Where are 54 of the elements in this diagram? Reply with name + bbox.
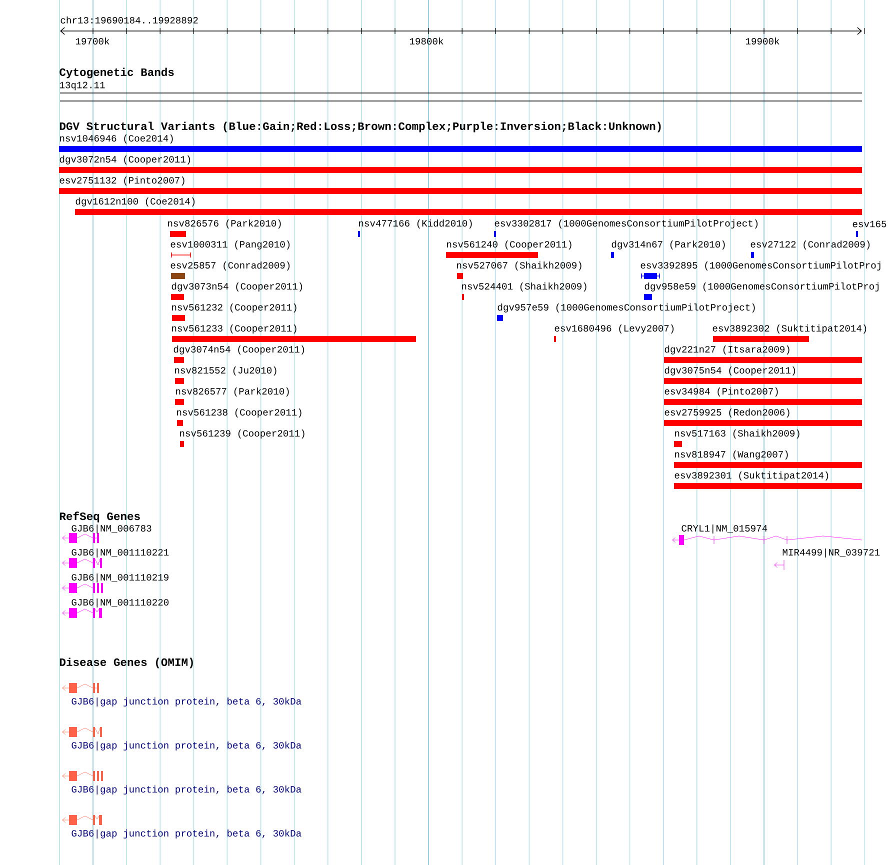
variant-label: nsv527067 (Shaikh2009) [457,262,582,270]
variant-label: dgv3074n54 (Cooper2011) [174,346,304,354]
variant-label: nsv561232 (Cooper2011) [172,304,296,312]
variant-label: esv165 [852,220,886,228]
variant-label: esv2751132 (Pinto2007) [60,176,184,186]
track-title: DGV Structural Variants (Blue:Gain;Red:Loss;Brown:Complex;Purple:Inversion;Black:Unknown) [60,122,661,132]
variant-label: nsv477166 (Kidd2010) [359,220,472,228]
variant-label: esv25857 (Conrad2009) [170,262,290,270]
coordinate-label: chr13:19690184..19928892 [60,16,198,24]
gene-label: MIR4499|NR_039721 [782,548,880,558]
variant-label: esv3892301 (Suktitipat2014) [674,472,828,480]
variant-label: nsv818947 (Wang2007) [675,450,788,460]
gene-label: CRYL1|NM_015974 [682,524,768,534]
gene-label: GJB6|NM_001110220 [72,598,169,608]
variant-label: dgv3073n54 (Cooper2011) [172,282,302,292]
variant-label: dgv221n27 (Itsara2009) [664,346,790,354]
variant-label: nsv826576 (Park2010) [168,220,281,228]
track-title: Disease Genes (OMIM) [60,658,193,668]
variant-label: esv2759925 (Redon2006) [664,408,790,418]
gene-label: GJB6|NM_001110219 [72,574,168,582]
variant-label: esv34984 (Pinto2007) [664,388,778,396]
disease-gene-label: GJB6|gap junction protein, beta 6, 30kDa [72,786,302,794]
gene-label: GJB6|NM_006783 [72,524,152,534]
variant-label: nsv821552 (Ju2010) [175,366,276,376]
variant-label: esv1000311 (Pang2010) [170,240,290,250]
disease-gene-label: GJB6|gap junction protein, beta 6, 30kDa [72,830,302,838]
variant-label: esv1680496 (Levy2007) [554,324,674,334]
disease-gene-label: GJB6|gap junction protein, beta 6, 30kDa [72,742,302,750]
variant-label: dgv1612n100 (Coe2014) [76,198,195,206]
variant-label: nsv524401 (Shaikh2009) [462,282,586,292]
coordinate-label: 13q12.11 [60,82,105,90]
variant-label: nsv561240 (Cooper2011) [447,240,572,250]
variant-label: nsv561239 (Cooper2011) [180,430,304,438]
variant-label: esv27122 (Conrad2009) [750,240,870,250]
track-title: RefSeq Genes [60,512,140,522]
variant-label: dgv314n67 (Park2010) [612,240,725,250]
variant-label: esv3302817 (1000GenomesConsortiumPilotProject) [494,220,758,228]
disease-gene-label: GJB6|gap junction protein, beta 6, 30kDa [72,698,302,706]
tick-label: 19900k [746,37,780,45]
tick-label: 19700k [76,37,110,45]
variant-label: nsv517163 (Shaikh2009) [675,430,800,438]
tick-label: 19800k [410,37,444,45]
variant-label: esv3892302 (Suktitipat2014) [712,324,866,334]
variant-label: dgv3075n54 (Cooper2011) [664,366,796,376]
variant-label: nsv826577 (Park2010) [176,388,289,396]
variant-label: nsv1046946 (Coe2014) [60,134,173,144]
variant-label: dgv957e59 (1000GenomesConsortiumPilotProject) [498,304,755,312]
variant-label: dgv3072n54 (Cooper2011) [60,156,190,164]
variant-label: dgv958e59 (1000GenomesConsortiumPilotProj [644,282,879,292]
variant-label: nsv561238 (Cooper2011) [177,408,302,418]
gene-label: GJB6|NM_001110221 [72,548,169,558]
variant-label: nsv561233 (Cooper2011) [172,324,296,334]
variant-label: esv3392895 (1000GenomesConsortiumPilotProj [640,262,880,270]
track-title: Cytogenetic Bands [60,68,174,78]
